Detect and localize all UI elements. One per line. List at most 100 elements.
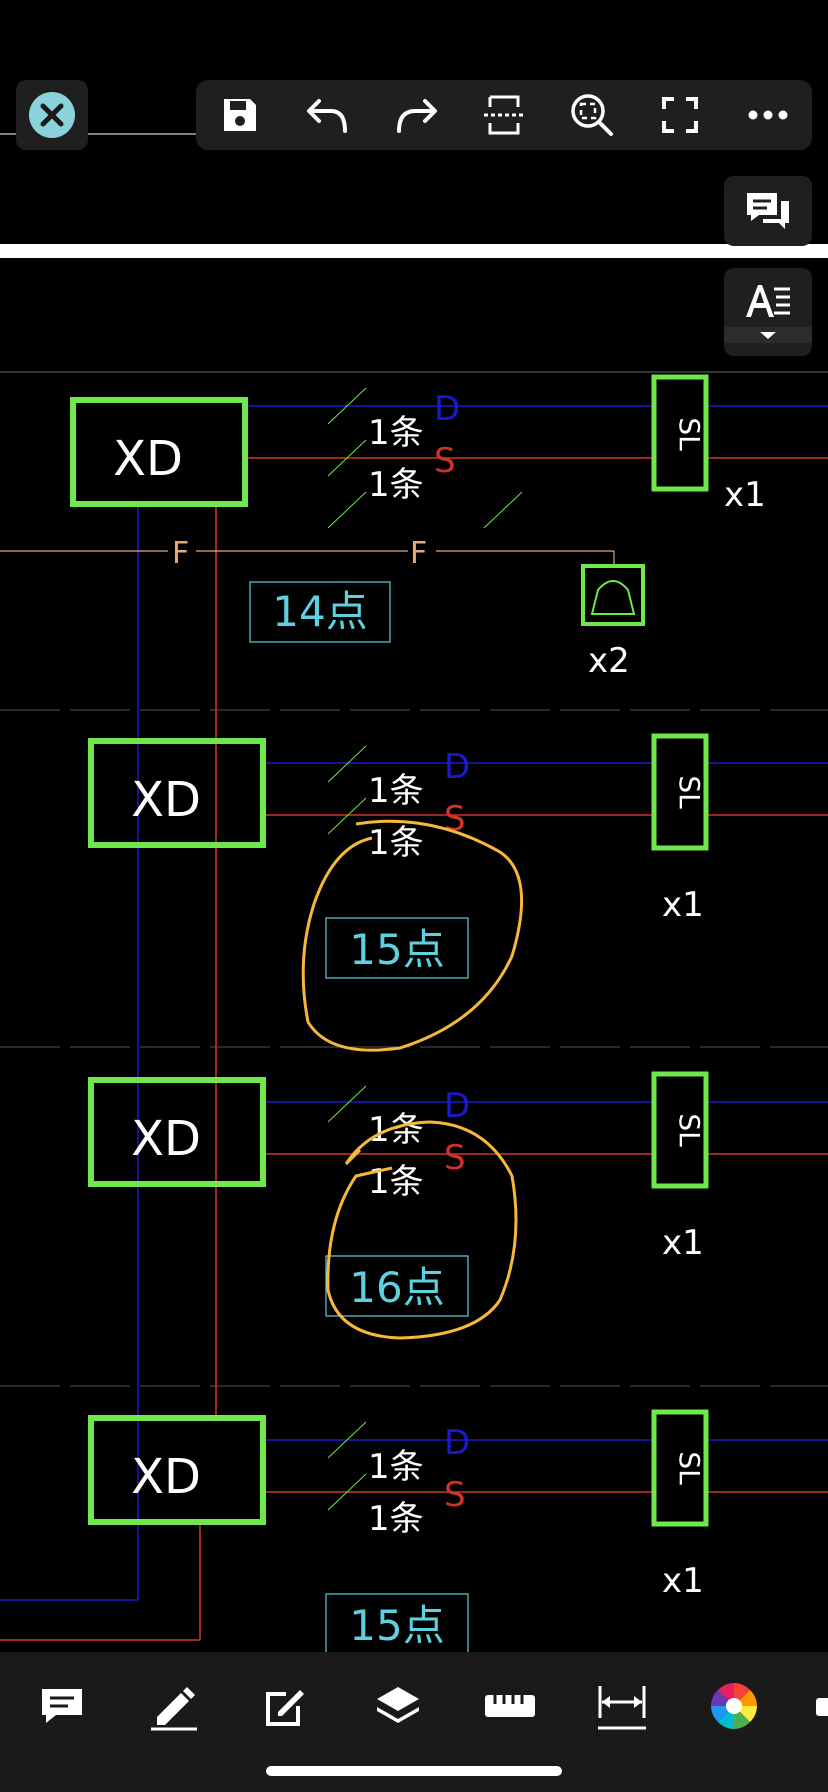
- color-picker-button[interactable]: [698, 1674, 770, 1738]
- edit-icon: [266, 1690, 304, 1726]
- section-button[interactable]: [474, 85, 534, 145]
- save-icon: [224, 99, 256, 131]
- sl-box[interactable]: [651, 1071, 709, 1189]
- points-label: 16点: [349, 1263, 444, 1312]
- zoom-fit-button[interactable]: [562, 85, 622, 145]
- undo-icon: [307, 99, 347, 133]
- d-label: D: [444, 1086, 470, 1126]
- comment-icon: [42, 1689, 82, 1723]
- sl-label: SL: [673, 1113, 706, 1147]
- comment-list-button[interactable]: [724, 176, 812, 246]
- device-count: x1: [662, 1561, 704, 1601]
- undo-button[interactable]: [298, 85, 358, 145]
- points-box[interactable]: [325, 917, 469, 979]
- tick-mark: [327, 1473, 367, 1511]
- tick-mark: [327, 1085, 367, 1123]
- sl-label: SL: [673, 1451, 706, 1485]
- xd-box[interactable]: [88, 1415, 266, 1525]
- comment-button[interactable]: [26, 1674, 98, 1738]
- s-label: S: [444, 1138, 466, 1178]
- phone-count: x2: [588, 641, 630, 681]
- pen-button[interactable]: [138, 1674, 210, 1738]
- chevron-down-icon: [724, 327, 812, 343]
- f-label: F: [410, 536, 427, 571]
- floor-row-1: XD 1条 1条 D S SL x1 F F x2 14点: [0, 374, 828, 681]
- ruler-icon: [485, 1695, 535, 1717]
- points-box[interactable]: [249, 581, 391, 643]
- pen-icon: [151, 1687, 197, 1731]
- tick-mark: [327, 797, 367, 835]
- device-count: x1: [662, 885, 704, 925]
- close-icon: [29, 92, 75, 138]
- wire-count: 1条: [368, 1447, 424, 1487]
- frame-thick-line: [0, 244, 828, 258]
- sl-box[interactable]: [651, 374, 709, 492]
- s-label: S: [434, 441, 456, 481]
- points-label: 15点: [349, 925, 444, 974]
- annotation-circle[interactable]: [301, 819, 524, 1052]
- overflow-hint: [816, 1698, 828, 1716]
- save-button[interactable]: [210, 85, 270, 145]
- tick-mark: [327, 491, 367, 529]
- wire-count: 1条: [368, 413, 424, 453]
- d-label: D: [444, 747, 470, 787]
- floor-row-4: XD 1条 1条 D S SL x1 15点: [88, 1409, 828, 1655]
- floor-row-2: XD 1条 1条 D S SL x1 15点: [88, 733, 828, 1052]
- sl-label: SL: [673, 775, 706, 809]
- wire-count: 1条: [368, 1110, 424, 1150]
- floor-row-3: XD 1条 1条 D S SL x1 16点: [88, 1071, 828, 1340]
- device-count: x1: [724, 475, 766, 515]
- redo-button[interactable]: [386, 85, 446, 145]
- s-label: S: [444, 1475, 466, 1515]
- phone-icon: [590, 580, 636, 615]
- annotation-stroke: [344, 1148, 362, 1166]
- xd-box[interactable]: [70, 397, 248, 507]
- wire-count: 1条: [368, 1162, 424, 1202]
- points-label: 14点: [272, 587, 367, 636]
- tick-mark: [327, 745, 367, 783]
- f-label: F: [172, 536, 189, 571]
- more-icon: [748, 110, 788, 120]
- xd-label: XD: [131, 1449, 201, 1505]
- sl-box[interactable]: [651, 1409, 709, 1527]
- text-style-button[interactable]: [724, 268, 812, 356]
- top-toolbar: [196, 80, 812, 150]
- measure-icon: [598, 1686, 646, 1730]
- sl-box[interactable]: [651, 733, 709, 851]
- ruler-button[interactable]: [474, 1674, 546, 1738]
- more-button[interactable]: [738, 85, 798, 145]
- xd-box[interactable]: [88, 1077, 266, 1187]
- color-wheel-icon: [711, 1683, 757, 1729]
- fullscreen-icon: [662, 97, 698, 133]
- sl-label: SL: [673, 417, 706, 451]
- layers-icon: [377, 1687, 419, 1723]
- xd-label: XD: [131, 772, 201, 828]
- xd-label: XD: [113, 431, 183, 487]
- d-label: D: [444, 1423, 470, 1463]
- measure-button[interactable]: [586, 1674, 658, 1738]
- points-box[interactable]: [325, 1255, 469, 1317]
- edit-button[interactable]: [250, 1674, 322, 1738]
- redo-icon: [397, 99, 437, 133]
- tick-mark: [327, 1421, 367, 1459]
- wire-count: 1条: [368, 1499, 424, 1539]
- xd-box[interactable]: [88, 738, 266, 848]
- device-count: x1: [662, 1223, 704, 1263]
- wire-count: 1条: [368, 823, 424, 863]
- annotation-circle[interactable]: [326, 1120, 518, 1340]
- tick-mark: [327, 387, 367, 425]
- wire-count: 1条: [368, 771, 424, 811]
- phone-box[interactable]: [581, 564, 645, 626]
- points-label: 15点: [349, 1601, 444, 1650]
- text-style-icon: [746, 285, 790, 317]
- home-indicator[interactable]: [266, 1766, 562, 1776]
- wire-count: 1条: [368, 465, 424, 505]
- tick-mark: [327, 439, 367, 477]
- section-icon: [484, 95, 524, 135]
- fullscreen-button[interactable]: [650, 85, 710, 145]
- layers-button[interactable]: [362, 1674, 434, 1738]
- zoom-fit-icon: [571, 94, 613, 136]
- tick-mark: [483, 491, 523, 529]
- close-button[interactable]: [16, 80, 88, 150]
